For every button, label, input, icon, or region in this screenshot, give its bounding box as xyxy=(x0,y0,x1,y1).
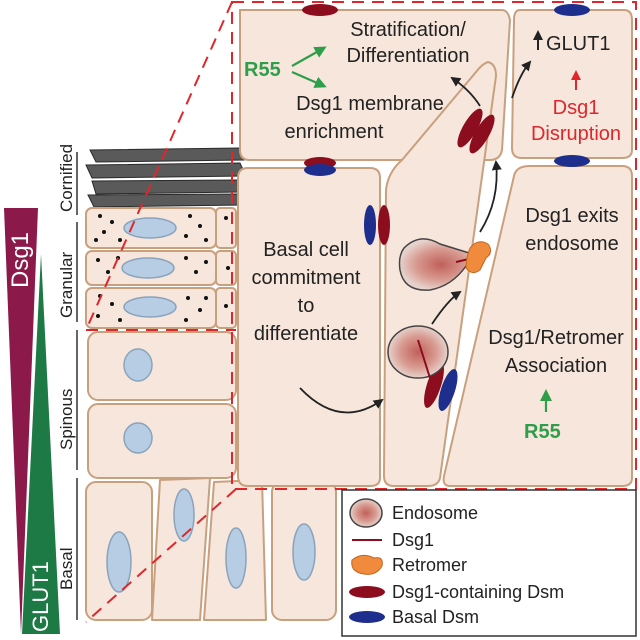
legend-label: Dsg1 xyxy=(392,530,434,550)
dsg1-dsm-left-pair-b xyxy=(378,205,390,245)
dsg1-disruption-line1: Dsg1 xyxy=(553,97,600,119)
process-arrows xyxy=(299,60,532,414)
dsg1-exits-line1: Dsg1 exits xyxy=(525,205,618,227)
retromer-shape xyxy=(465,241,492,274)
spinous-layer-label: Spinous xyxy=(57,389,76,450)
dsg1-gradient-triangle xyxy=(4,208,38,634)
glut1-up-label: GLUT1 xyxy=(546,33,610,55)
dsg1-dsm-icon xyxy=(349,586,385,598)
r55-top-label: R55 xyxy=(244,59,281,81)
basal-dsm-right-mid xyxy=(554,155,590,167)
dsg1-dsm-angled-top xyxy=(457,108,483,148)
stratification-text-line1: Stratification/ xyxy=(350,19,466,41)
cornified-layer xyxy=(85,147,247,208)
zoom-outline xyxy=(85,1,637,623)
basal-commit-line2: commitment xyxy=(252,267,361,289)
basal-layer xyxy=(85,477,337,621)
endosome-lower xyxy=(387,325,449,379)
legend-label: Endosome xyxy=(392,503,478,523)
dsg1-dsm-angled-bottom xyxy=(424,362,444,408)
basal-dsm-top-right xyxy=(554,4,590,16)
legend-label: Basal Dsm xyxy=(392,607,479,627)
dsg1-exits-line2: endosome xyxy=(525,233,618,255)
r55-arrows xyxy=(291,46,552,412)
dsg1-dsm-angled-top-b xyxy=(469,114,495,154)
basal-commit-line4: differentiate xyxy=(254,323,358,345)
legend: Endosome Dsg1 Retromer Dsg1-containing D… xyxy=(341,489,637,637)
cornified-layer-label: Cornified xyxy=(57,144,76,212)
basal-layer-label: Basal xyxy=(57,547,76,590)
spinous-layer xyxy=(87,331,237,479)
endosome-upper xyxy=(398,238,492,291)
retromer-assoc-line1: Dsg1/Retromer xyxy=(488,327,624,349)
basal-dsm-mid-top xyxy=(304,164,336,176)
retromer-assoc-line2: Association xyxy=(505,355,607,377)
retromer-icon xyxy=(351,554,383,575)
endosome-icon xyxy=(349,498,383,528)
granular-layer-label: Granular xyxy=(57,252,76,318)
legend-label: Retromer xyxy=(392,555,467,575)
stratification-text-line2: Differentiation xyxy=(346,45,469,67)
glut1-gradient-triangle xyxy=(22,254,60,634)
dsg1-disruption-line2: Disruption xyxy=(531,123,621,145)
basal-dsm-angled-bottom xyxy=(438,368,458,412)
glut1-gradient-label: GLUT1 xyxy=(28,561,53,632)
dsg1-dsm-top xyxy=(302,4,338,16)
basal-commit-line1: Basal cell xyxy=(263,239,349,261)
dsg1-gradient-label: Dsg1 xyxy=(7,232,34,288)
dsg1-membrane-text-line2: enrichment xyxy=(285,121,384,143)
desmosomes xyxy=(302,4,590,412)
basal-commit-line3: to xyxy=(298,295,315,317)
basal-dsm-icon xyxy=(349,611,385,623)
granular-layer xyxy=(85,207,237,329)
basal-dsm-left-pair-a xyxy=(364,205,376,245)
legend-label: Dsg1-containing Dsm xyxy=(392,582,564,602)
dsg1-membrane-text-line1: Dsg1 membrane xyxy=(296,93,444,115)
r55-bottom-label: R55 xyxy=(524,421,561,443)
